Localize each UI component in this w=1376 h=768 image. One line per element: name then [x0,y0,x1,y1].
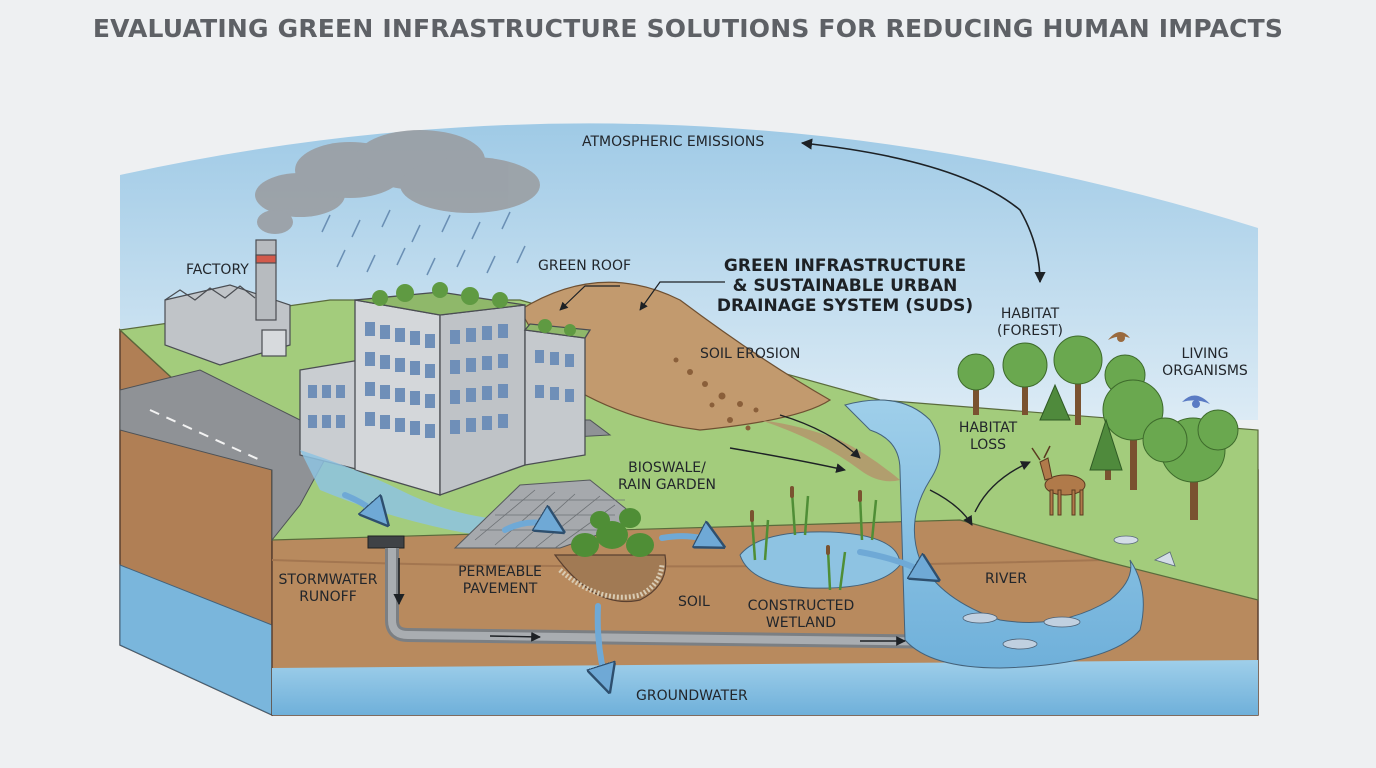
ground-fish [1113,535,1176,567]
label-soil: SOIL [678,594,710,610]
deer [1031,445,1086,516]
blue-flow-arrows [342,492,935,688]
living-organisms-line-2: ORGANISMS [1162,363,1248,379]
bioswale-line-2: RAIN GARDEN [617,477,717,493]
factory [164,239,291,366]
label-bioswale: BIOSWALE/ RAIN GARDEN [612,460,722,494]
green-roof-leader [559,285,620,311]
river [844,399,1144,669]
suds-leader [639,281,725,311]
permeable-line-1: PERMEABLE [458,564,542,580]
wetland-line-1: CONSTRUCTED [747,598,855,614]
label-green-roof: GREEN ROOF [538,258,632,274]
green-roof-plants [372,282,576,336]
erosion-arrow-1 [779,414,861,459]
pipe-flow-arrow-1 [489,631,541,642]
stormwater-line-2: RUNOFF [299,589,357,605]
gi-line-3: DRAINAGE SYSTEM (SUDS) [716,296,974,316]
habitat-loss-arrow [974,461,1031,513]
factory-smoke [255,130,540,234]
wetland-line-2: WETLAND [765,615,837,631]
bioswale [553,554,667,603]
label-habitat-forest: HABITAT (FOREST) [990,306,1070,340]
habitat-forest-line-1: HABITAT [1000,306,1060,322]
erosion-arrow-2 [729,447,846,473]
gi-line-2: & SUSTAINABLE URBAN [732,276,958,296]
label-factory: FACTORY [186,262,249,278]
label-river: RIVER [985,571,1028,587]
drain-pipe-inner [388,548,961,646]
page-title: EVALUATING GREEN INFRASTRUCTURE SOLUTION… [92,14,1284,43]
habitat-loss-line-2: LOSS [969,437,1007,453]
eroding-hill [519,281,832,431]
storm-drain-grate [367,535,405,549]
label-soil-erosion: SOIL EROSION [700,346,801,362]
emissions-arrow [800,138,1046,284]
habitat-loss-line-1: HABITAT [958,420,1018,436]
front-groundwater [272,660,1258,715]
label-permeable-pavement: PERMEABLE PAVEMENT [448,564,552,598]
bird-blue [1182,395,1210,408]
bioswale-plants [571,508,654,557]
rain [321,209,526,276]
wetland-reeds [750,491,878,591]
label-groundwater: GROUNDWATER [636,688,748,704]
permeable-line-2: PAVEMENT [462,581,538,597]
building-windows [308,322,574,438]
bird-brown [1108,331,1130,342]
habitat-forest-line-2: (FOREST) [996,323,1063,339]
label-habitat-loss: HABITAT LOSS [950,420,1026,454]
stormwater-line-1: STORMWATER [278,572,378,588]
label-stormwater-runoff: STORMWATER RUNOFF [276,572,380,606]
forest [957,335,1239,520]
bioswale-line-1: BIOSWALE/ [628,460,706,476]
living-organisms-line-1: LIVING [1181,346,1229,362]
river-flow-arrow [929,489,973,526]
sediment-plume [760,420,900,482]
erosion-particles [673,357,759,431]
river-fish [962,612,1081,650]
gi-line-1: GREEN INFRASTRUCTURE [723,256,967,276]
label-living-organisms: LIVING ORGANISMS [1150,346,1260,380]
label-green-infrastructure: GREEN INFRASTRUCTURE & SUSTAINABLE URBAN… [705,256,985,316]
label-atmospheric-emissions: ATMOSPHERIC EMISSIONS [582,134,765,150]
label-constructed-wetland: CONSTRUCTED WETLAND [740,598,862,632]
